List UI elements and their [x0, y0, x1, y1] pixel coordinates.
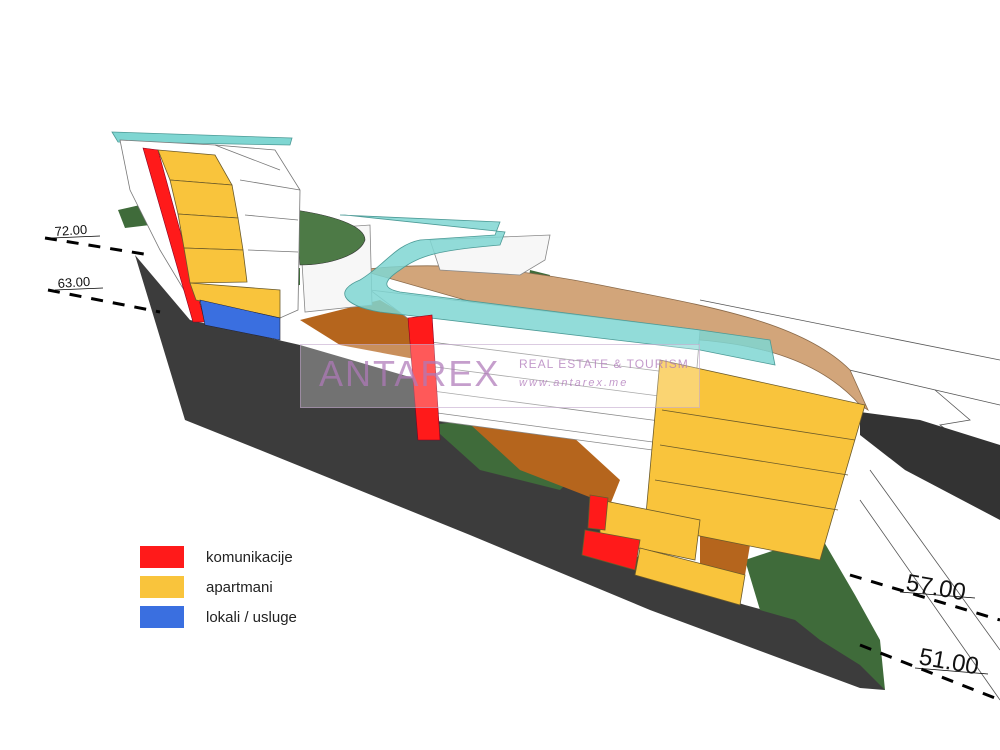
legend-label: komunikacije — [206, 548, 293, 566]
watermark-brand: ANTAREX — [319, 353, 501, 394]
legend: komunikacije apartmani lokali / usluge — [140, 546, 380, 636]
legend-label: lokali / usluge — [206, 608, 297, 626]
shadow-slabs — [300, 300, 750, 575]
tower-services-floor — [199, 299, 281, 341]
curved-terrace — [294, 209, 366, 266]
legend-item: lokali / usluge — [140, 606, 380, 628]
middle-communication-core — [407, 314, 441, 441]
legend-label: apartmani — [206, 578, 273, 596]
legend-swatch-communication — [140, 546, 184, 568]
elevation-underlines — [51, 235, 989, 675]
legend-item: komunikacije — [140, 546, 380, 568]
legend-swatch-apartments — [140, 576, 184, 598]
watermark-tagline: REAL ESTATE & TOURISM — [519, 357, 689, 371]
elevation-markers — [44, 236, 1000, 702]
tower-apartment-floors — [157, 149, 281, 319]
road-surface — [860, 412, 1000, 520]
legend-item: apartmani — [140, 576, 380, 598]
elevation-label-63: 63.00 — [57, 274, 91, 291]
elevation-label-72: 72.00 — [54, 222, 88, 239]
legend-swatch-services — [140, 606, 184, 628]
elevation-label-57: 57.00 — [904, 569, 968, 606]
right-block-apartments — [644, 359, 866, 561]
lower-block — [581, 494, 746, 606]
watermark-url: www.antarex.me — [519, 377, 629, 389]
glass-walkway — [339, 214, 776, 366]
watermark: ANTAREX REAL ESTATE & TOURISM www.antare… — [300, 344, 700, 408]
elevation-label-51: 51.00 — [917, 643, 981, 680]
